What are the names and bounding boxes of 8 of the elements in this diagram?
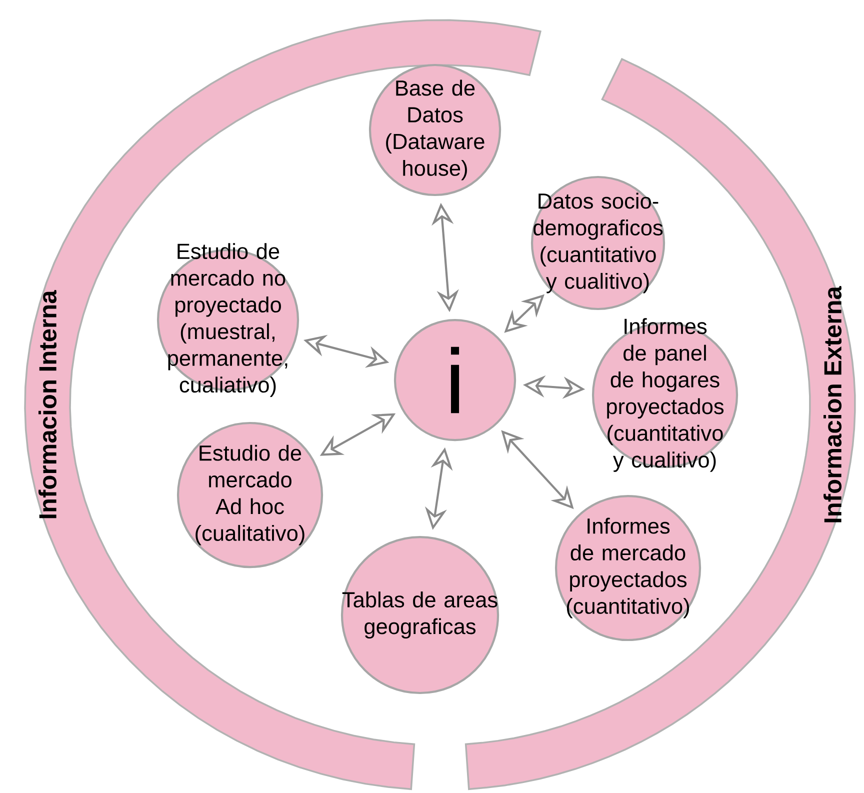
circle-bubble: Base de Datos (Dataware house): [368, 64, 502, 196]
circle-bubble: Informes de panel de hogares proyectados (cuantitativo y cualitivo): [592, 318, 738, 472]
circle-bubble: Estudio de mercado Ad hoc (cualitativo): [176, 422, 324, 568]
circle-bubble: Datos socio-demograficos (cuantitativo y cualitivo): [530, 176, 666, 310]
circle-bubble: i: [394, 318, 516, 442]
circle-bubble: Tablas de areas geograficas: [340, 536, 500, 694]
circle-bubble: Informes de mercado proyectados (cuantitativo): [554, 494, 702, 642]
circle-bubble: Estudio de mercado no proyectado (muestral, permanente, cualiativo): [156, 243, 300, 397]
